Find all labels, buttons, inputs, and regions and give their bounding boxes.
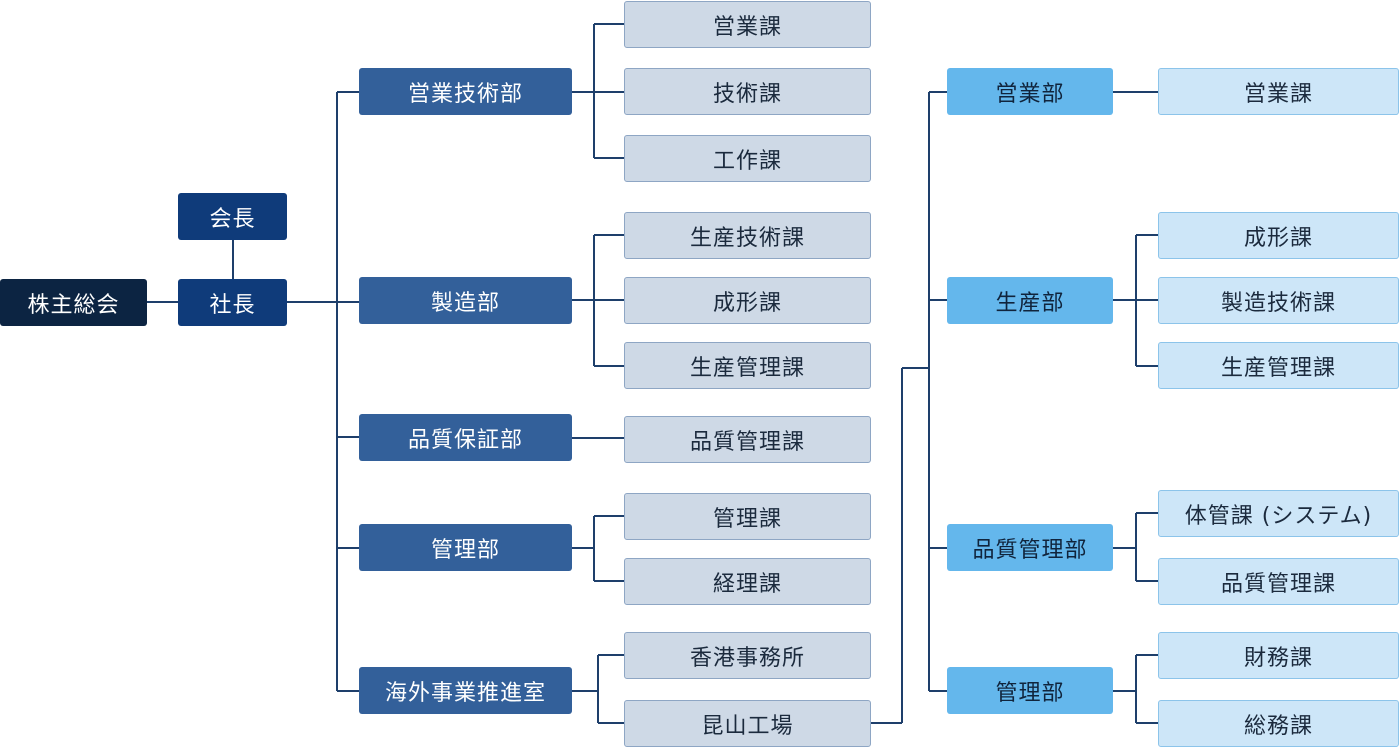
president-box: 社長 [178,279,287,326]
kunshan-section-molding: 成形課 [1158,212,1399,259]
section-production-control: 生産管理課 [624,342,871,389]
kunshan-dept-production: 生産部 [947,277,1113,324]
shareholders-meeting-box: 株主総会 [0,279,147,326]
section-workshop: 工作課 [624,135,871,182]
section-accounting: 経理課 [624,558,871,605]
kunshan-section-system-management: 体管課 (システム) [1158,490,1399,537]
kunshan-dept-sales: 営業部 [947,68,1113,115]
kunshan-section-production-control: 生産管理課 [1158,342,1399,389]
section-production-engineering: 生産技術課 [624,212,871,259]
dept-overseas-business: 海外事業推進室 [359,667,572,714]
kunshan-dept-quality-control: 品質管理部 [947,524,1113,571]
dept-sales-engineering: 営業技術部 [359,68,572,115]
section-hong-kong-office: 香港事務所 [624,632,871,679]
section-molding: 成形課 [624,277,871,324]
dept-manufacturing: 製造部 [359,277,572,324]
dept-administration: 管理部 [359,524,572,571]
section-kunshan-factory: 昆山工場 [624,700,871,747]
section-quality-control: 品質管理課 [624,416,871,463]
kunshan-section-finance: 財務課 [1158,632,1399,679]
chairman-box: 会長 [178,193,287,240]
section-engineering: 技術課 [624,68,871,115]
section-management: 管理課 [624,493,871,540]
kunshan-section-quality-control: 品質管理課 [1158,558,1399,605]
kunshan-section-manufacturing-engineering: 製造技術課 [1158,277,1399,324]
kunshan-dept-administration: 管理部 [947,667,1113,714]
kunshan-section-general-affairs: 総務課 [1158,700,1399,747]
dept-quality-assurance: 品質保証部 [359,414,572,461]
section-sales: 営業課 [624,1,871,48]
kunshan-section-sales: 営業課 [1158,68,1399,115]
